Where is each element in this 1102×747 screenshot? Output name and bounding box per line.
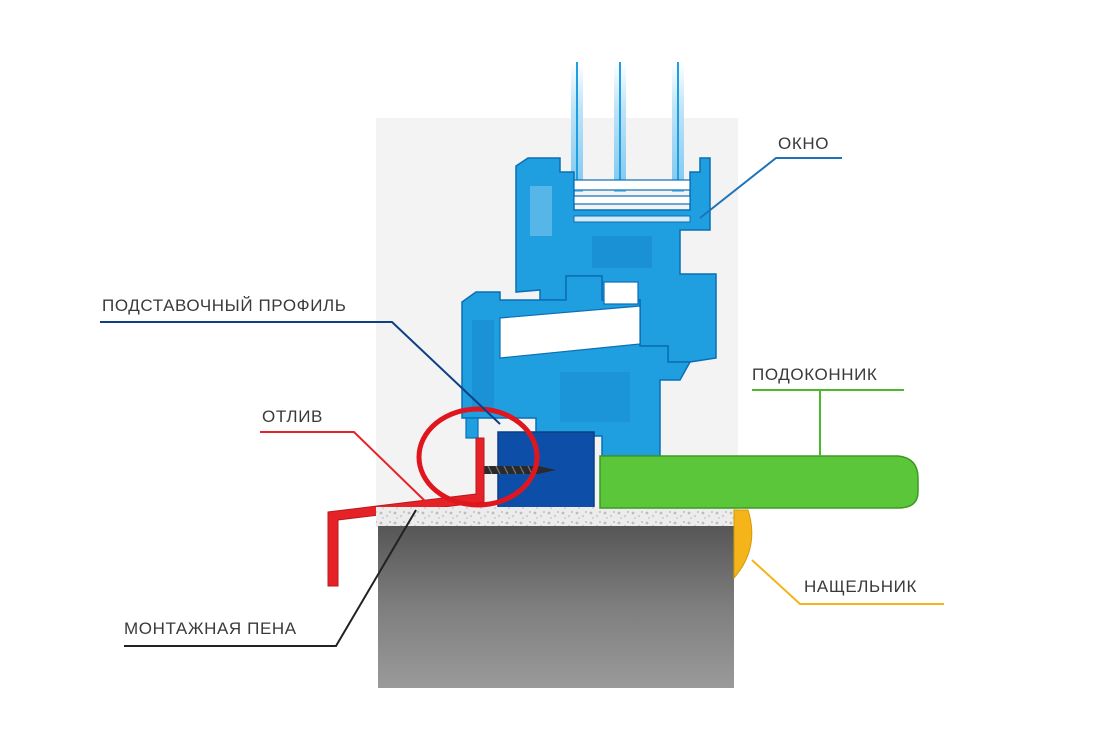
window-leader [699, 157, 842, 219]
ebb-drip [327, 437, 485, 587]
label-trim: НАЩЕЛЬНИК [804, 577, 917, 596]
frame-profile [461, 275, 692, 457]
label-window: ОКНО [778, 134, 829, 153]
trim-strip [733, 509, 753, 580]
label-foam: МОНТАЖНАЯ ПЕНА [124, 619, 297, 638]
window-sill [599, 455, 919, 509]
trim-leader [751, 559, 944, 605]
wall-block [378, 526, 734, 688]
label-sub-profile: ПОДСТАВОЧНЫЙ ПРОФИЛЬ [102, 296, 347, 315]
foam-leader [124, 509, 417, 647]
label-sill: ПОДОКОННИК [752, 365, 877, 384]
label-ebb: ОТЛИВ [262, 407, 323, 426]
highlight-ring [416, 406, 540, 508]
ebb-leader [260, 431, 427, 503]
mounting-foam [376, 507, 736, 527]
sub-profile-leader [100, 321, 501, 425]
sill-leader [752, 389, 904, 456]
glass-panes [571, 62, 684, 192]
